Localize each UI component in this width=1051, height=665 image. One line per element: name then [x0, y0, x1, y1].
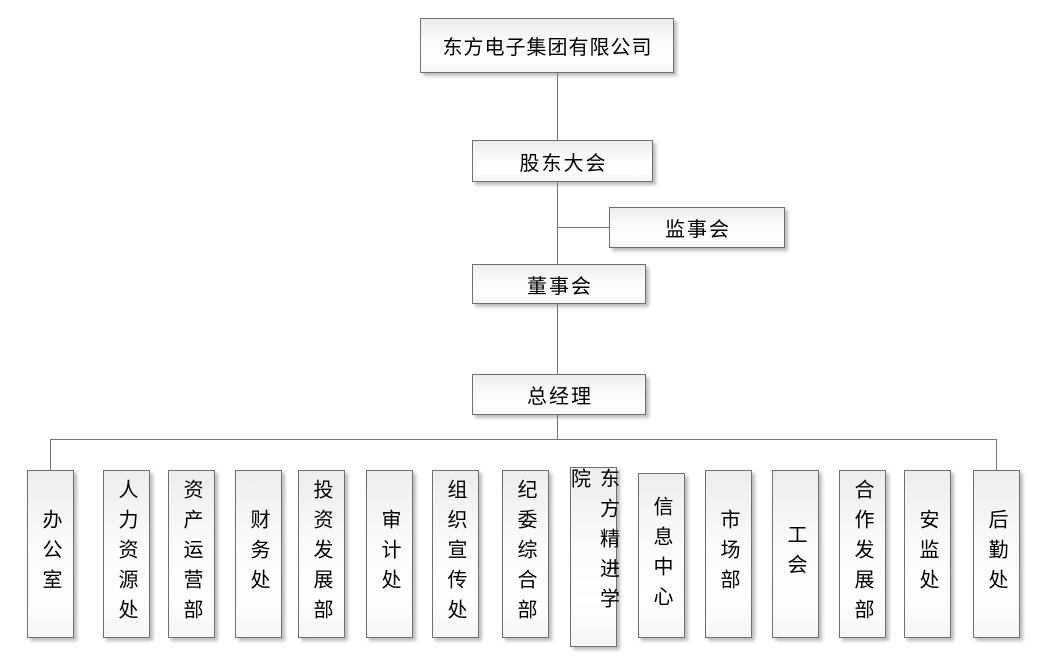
- org-node-dept-information-center: 信息中心: [638, 473, 685, 638]
- connector-branch-supervisory: [557, 227, 609, 228]
- dept-label: 审计处: [378, 509, 400, 599]
- connector-shareholders-to-board: [557, 182, 558, 264]
- dept-label: 组织宣传处: [444, 479, 466, 629]
- org-node-dept-audit: 审计处: [366, 470, 413, 638]
- org-node-general-manager-label: 总经理: [527, 386, 593, 408]
- dept-label: 财务处: [247, 509, 269, 599]
- org-node-dept-marketing: 市场部: [705, 470, 752, 638]
- org-node-dept-cooperation-development: 合作发展部: [839, 470, 886, 638]
- org-node-shareholders-meeting: 股东大会: [472, 140, 653, 182]
- dept-label: 纪委综合部: [514, 479, 536, 629]
- dept-label: 资产运营部: [180, 479, 202, 629]
- org-node-dept-office: 办公室: [27, 470, 74, 638]
- org-node-dept-investment-development: 投资发展部: [298, 470, 345, 638]
- connector-board-to-gm: [557, 304, 558, 374]
- org-node-dept-finance: 财务处: [235, 470, 282, 638]
- dept-label: 市场部: [717, 509, 739, 599]
- dept-label: 后勤处: [985, 509, 1007, 599]
- dept-label: 合作发展部: [851, 479, 873, 629]
- org-node-board-of-directors-label: 董事会: [527, 275, 593, 298]
- dept-label: 投资发展部: [310, 479, 332, 629]
- dept-label: 办公室: [39, 509, 61, 599]
- org-node-dept-labor-union: 工会: [772, 470, 819, 638]
- connector-gm-to-rail: [557, 415, 558, 439]
- org-node-dept-safety-supervision: 安监处: [904, 470, 951, 638]
- connector-rail-right-drop: [996, 439, 997, 470]
- org-node-company-label: 东方电子集团有限公司: [442, 37, 653, 59]
- connector-rail-left-drop: [50, 439, 51, 470]
- dept-label: 工会: [784, 524, 806, 584]
- org-node-supervisory-board: 监事会: [609, 207, 785, 248]
- dept-label: 信息中心: [650, 495, 672, 616]
- org-node-dept-asset-operations: 资产运营部: [168, 470, 215, 638]
- dept-label: 安监处: [916, 509, 938, 599]
- connector-root-to-shareholders: [557, 73, 558, 140]
- org-node-board-of-directors: 董事会: [472, 264, 646, 304]
- org-node-dept-human-resources: 人力资源处: [103, 470, 150, 638]
- org-node-supervisory-board-label: 监事会: [665, 219, 731, 241]
- org-node-dept-organization-publicity: 组织宣传处: [432, 470, 479, 638]
- org-node-shareholders-meeting-label: 股东大会: [519, 152, 608, 175]
- dept-label: 人力资源处: [115, 479, 137, 629]
- connector-department-rail: [50, 439, 997, 440]
- dept-label: 东方精进学院: [567, 468, 619, 618]
- org-node-company: 东方电子集团有限公司: [420, 18, 674, 73]
- org-node-dept-dongfang-jingjin-academy: 东方精进学院: [568, 467, 619, 647]
- org-node-general-manager: 总经理: [472, 374, 646, 415]
- org-node-dept-logistics: 后勤处: [973, 470, 1020, 638]
- org-node-dept-discipline-inspection: 纪委综合部: [502, 470, 549, 638]
